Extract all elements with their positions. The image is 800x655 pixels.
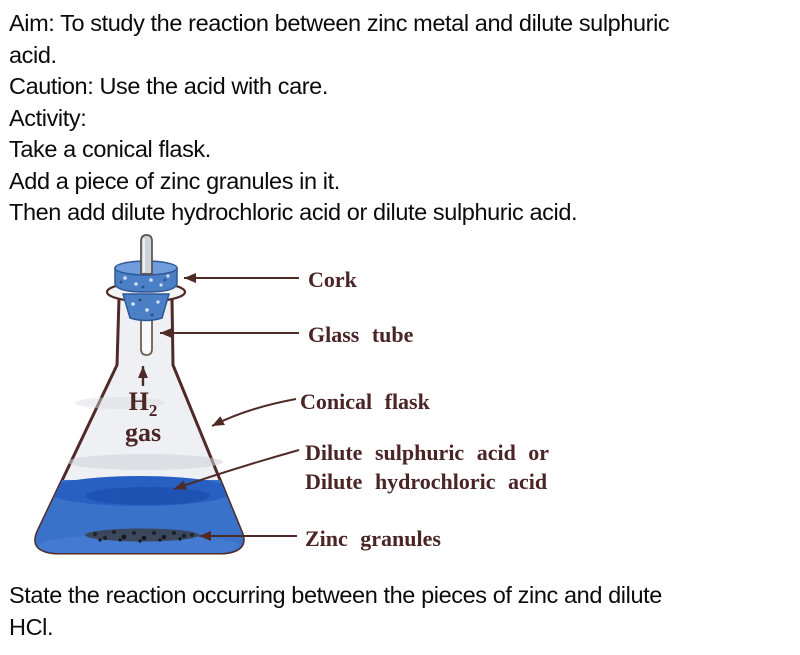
acid-label-line2: Dilute hydrochloric acid xyxy=(305,469,548,494)
acid-label-line1: Dilute sulphuric acid or xyxy=(305,440,550,465)
h2-formula: H2 xyxy=(128,387,158,421)
conical-flask-label: Conical flask xyxy=(300,389,430,414)
glass-tube-upper xyxy=(140,234,153,275)
intro-line: Caution: Use the acid with care. xyxy=(9,73,328,99)
glass-tube-label: Glass tube xyxy=(308,322,414,347)
apparatus-diagram: Cork Glass tube Conical flask Dilute sul… xyxy=(0,228,800,580)
intro-line: Activity: xyxy=(9,104,87,131)
conical-flask-leader-line xyxy=(211,398,297,427)
intro-line: Aim: To study the reaction between zinc … xyxy=(9,10,670,36)
glass-smudge xyxy=(67,454,223,470)
intro-text: Aim: To study the reaction between zinc … xyxy=(9,8,794,229)
intro-line: Take a conical flask. xyxy=(9,136,211,162)
zinc-granules-band xyxy=(85,528,199,543)
acid-liquid xyxy=(35,476,244,553)
flask-diagram-svg xyxy=(34,234,300,555)
intro-line: acid. xyxy=(9,41,57,68)
cork-label: Cork xyxy=(308,267,357,292)
footer-text: State the reaction occurring between the… xyxy=(9,580,794,643)
h2-gas-label: H2 gas xyxy=(101,386,185,448)
intro-line: Then add dilute hydrochloric acid or dil… xyxy=(9,199,578,225)
footer-line: State the reaction occurring between the… xyxy=(9,582,662,608)
glass-smudge xyxy=(75,397,165,409)
acid-label: Dilute sulphuric acid or Dilute hydrochl… xyxy=(305,438,549,496)
zinc-granules-label: Zinc granules xyxy=(305,526,441,551)
cork-lower xyxy=(122,293,170,322)
acid-leader-line xyxy=(173,449,300,490)
intro-line: Add a piece of zinc granules in it. xyxy=(9,167,340,194)
footer-line: HCl. xyxy=(9,613,54,640)
gas-word: gas xyxy=(124,418,162,447)
glass-tube-lower xyxy=(140,313,153,356)
